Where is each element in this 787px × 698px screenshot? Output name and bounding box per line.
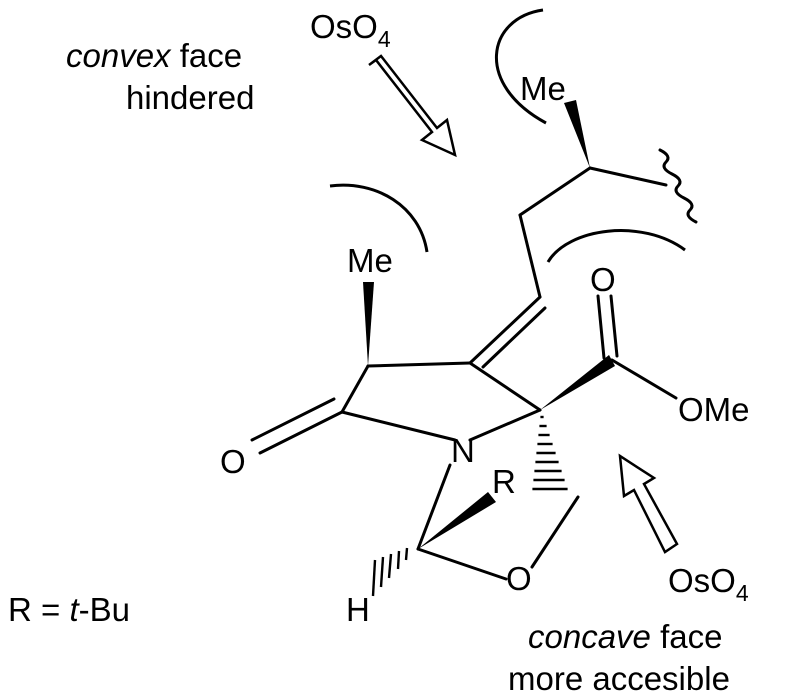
bond-c4-c3 — [366, 361, 472, 368]
atom-n: N — [451, 432, 475, 469]
bond-n-c5 — [340, 410, 457, 442]
wavy-bond — [658, 148, 698, 224]
atom-h: H — [346, 591, 370, 628]
bond-exo-alkene-1 — [468, 295, 542, 365]
accessible-label: more accesible — [508, 660, 730, 697]
hindered-label: hindered — [126, 79, 254, 116]
hollow-arrow-bottom — [618, 453, 679, 554]
bond-n-aminal — [416, 463, 452, 551]
bond-c2-n — [468, 408, 542, 442]
wedge-bond-ring-me — [363, 282, 374, 366]
concave-face-label: concave face — [528, 618, 722, 655]
bottom-reagent-label: OsO4 — [668, 562, 749, 606]
convex-face-label: convex face — [66, 37, 242, 74]
bond-ester-co-1 — [596, 294, 606, 360]
r-definition: R = t-Bu — [8, 591, 130, 628]
hollow-arrow-top — [368, 54, 457, 158]
atom-me-top: Me — [520, 70, 566, 107]
atom-carbonyl-o: O — [220, 443, 246, 480]
bond-c5-c4 — [340, 364, 370, 414]
wedge-bond-ester — [540, 355, 615, 410]
bond-carbonyl-1 — [258, 410, 344, 455]
atom-r: R — [492, 463, 516, 500]
atom-ester-o: O — [590, 261, 616, 298]
bond-c3-c2 — [468, 361, 542, 412]
bond-carbonyl-2 — [250, 397, 336, 442]
bond-ester-c-o — [610, 358, 678, 400]
hashed-bond-aminal-h — [371, 547, 409, 597]
steric-arc-left — [329, 183, 429, 253]
top-reagent-label: OsO4 — [310, 8, 391, 52]
steric-arc-right — [546, 229, 686, 263]
hashed-bond-c2-ch2 — [532, 415, 568, 491]
wedge-bond-top-me — [564, 100, 590, 168]
bond-exo-alkene-2 — [481, 306, 547, 369]
atom-ome: OMe — [678, 391, 750, 428]
wedge-bond-r — [418, 492, 496, 549]
atom-ring-o: O — [506, 560, 532, 597]
bond-vinyl-ch2 — [518, 213, 542, 299]
steric-arc-upper — [494, 8, 547, 125]
bond-ester-co-2 — [609, 294, 619, 358]
bond-o-aminal — [416, 547, 508, 581]
bond-ch2-o — [530, 495, 580, 569]
atom-me-ring: Me — [347, 242, 393, 279]
bond-ch-chain — [588, 166, 668, 187]
bond-ch2-ch — [518, 166, 592, 217]
